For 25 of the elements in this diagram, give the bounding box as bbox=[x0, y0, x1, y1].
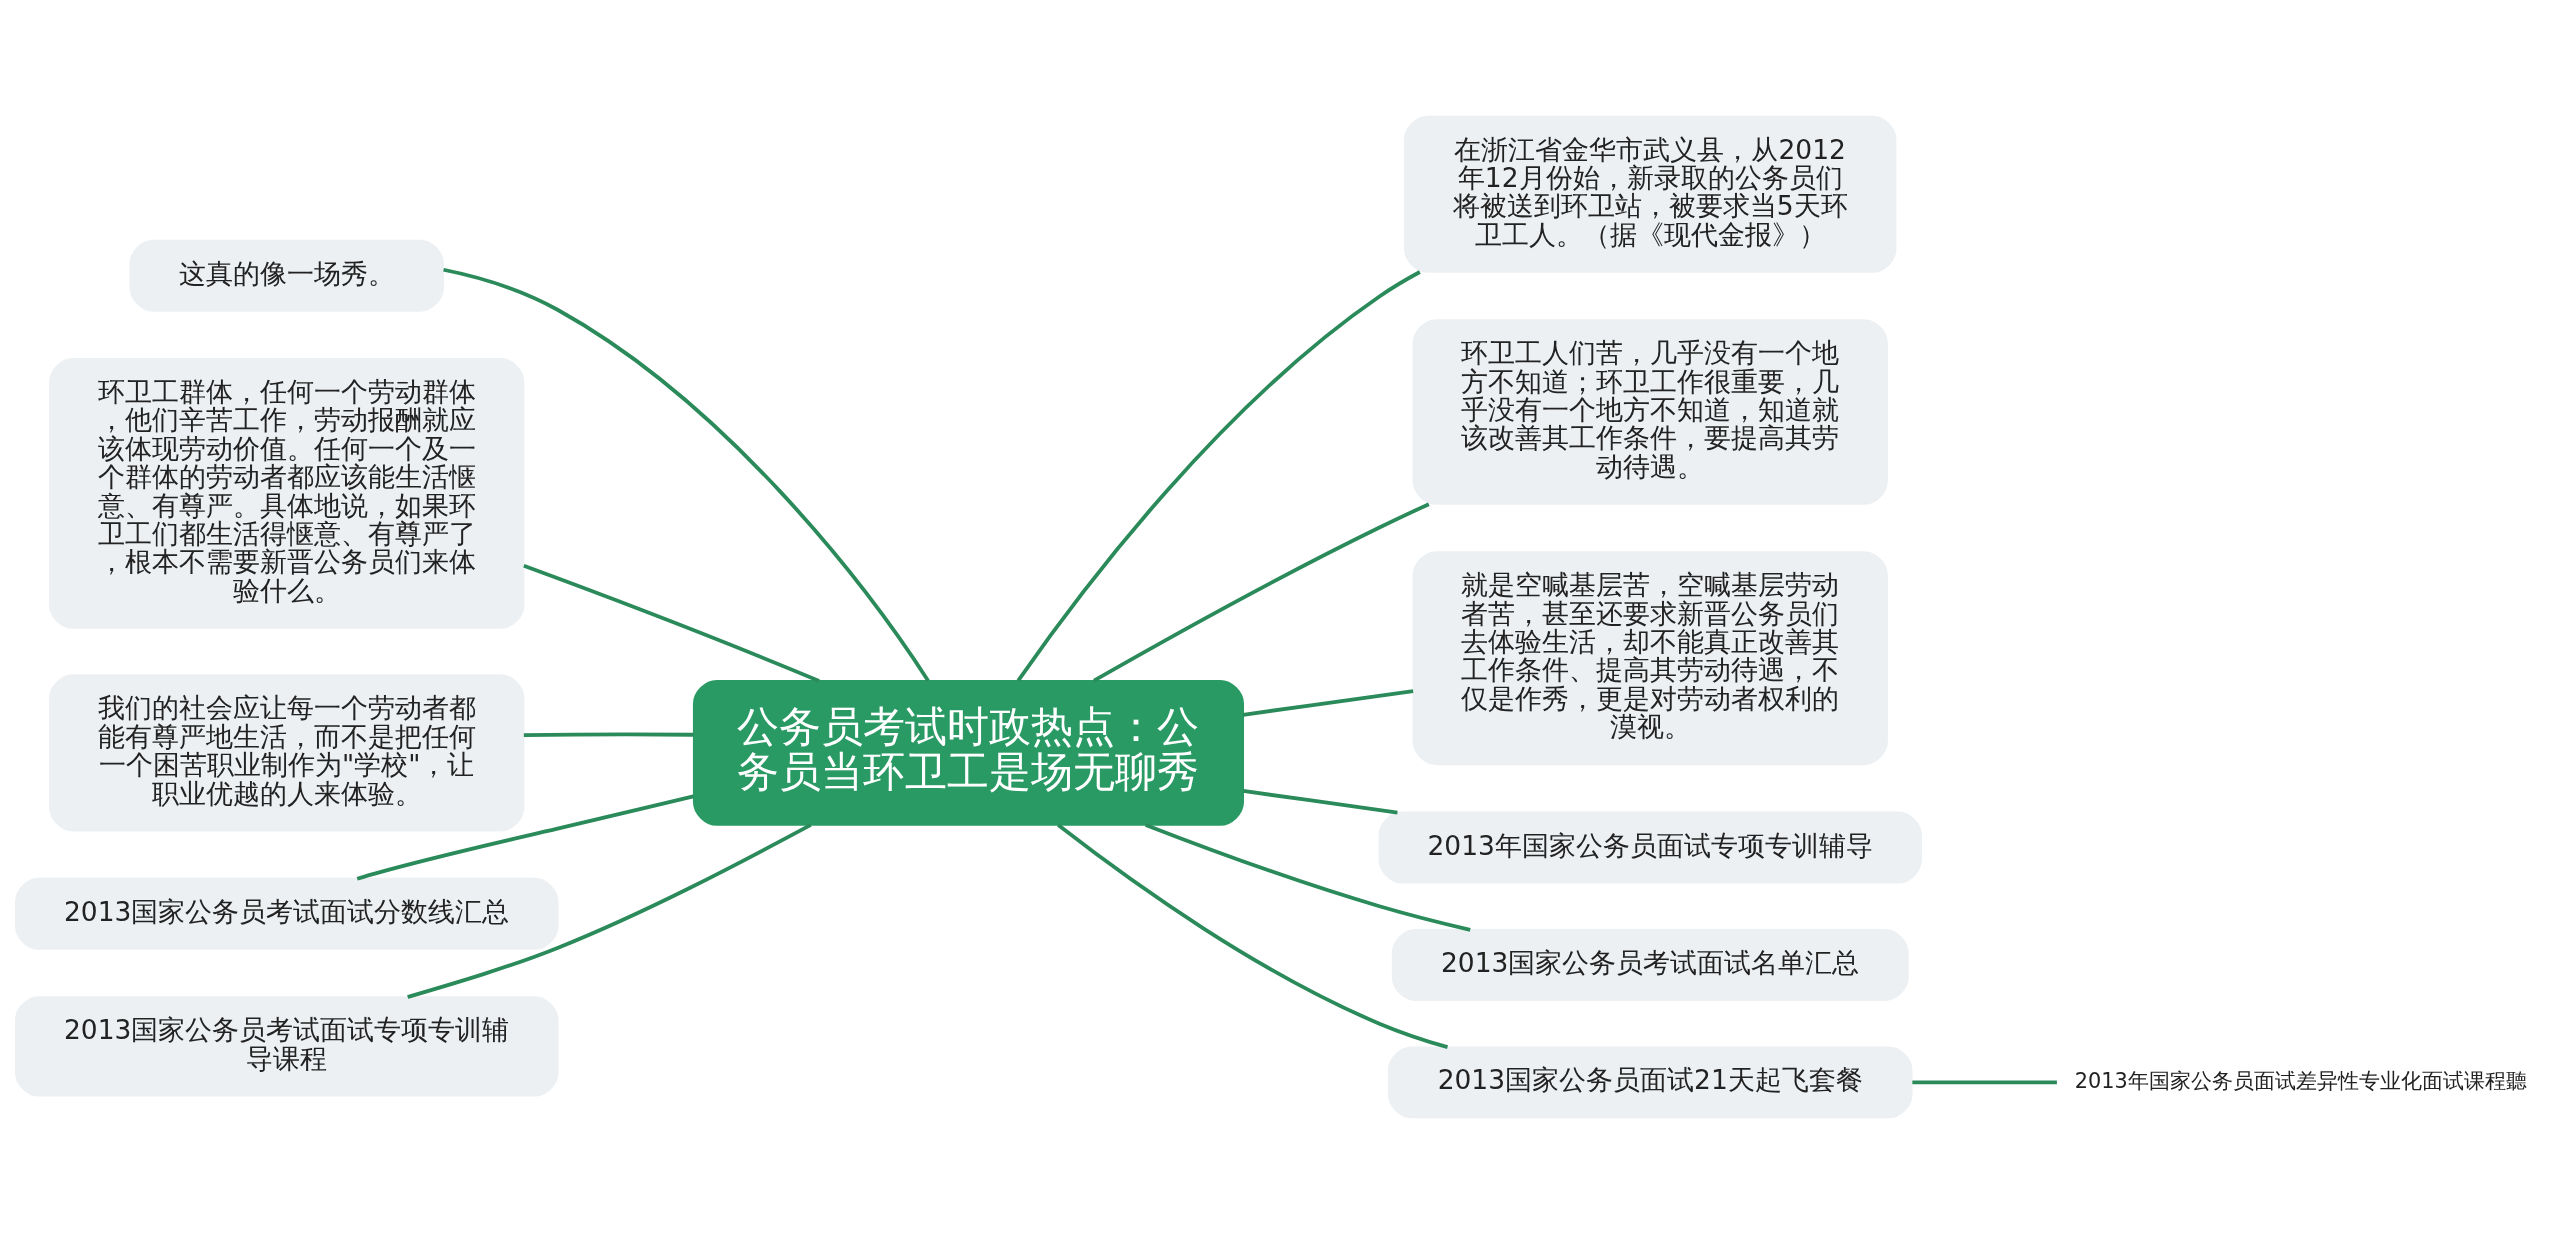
node-box: 2013国家公务员面试21天起飞套餐 bbox=[1387, 1046, 1913, 1119]
node-box: 2013国家公务员考试面试名单汇总 bbox=[1391, 929, 1909, 1001]
node-box: 我们的社会应让每一个劳动者都能有尊严地生活，而不是把任何一个困苦职业制作为"学校"，让职业优越的人来体验。 bbox=[49, 674, 525, 832]
connector bbox=[1242, 789, 1398, 815]
node-box: 公务员考试时政热点：公务员当环卫工是场无聊秀 bbox=[692, 679, 1244, 826]
node-box: 2013国家公务员考试面试分数线汇总 bbox=[14, 877, 559, 950]
node-box: 2013国家公务员考试面试专项专训辅导课程 bbox=[14, 996, 559, 1097]
node-box: 在浙江省金华市武义县，从2012年12月份始，新录取的公务员们将被送到环卫站，被要求当5天环卫工人。（据《现代金报》） bbox=[1404, 115, 1897, 273]
node-box: 2013年国家公务员面试专项专训辅导 bbox=[1378, 811, 1922, 884]
connector bbox=[356, 794, 694, 881]
node-box: 环卫工群体，任何一个劳动群体，他们辛苦工作，劳动报酬就应该体现劳动价值。任何一个及一个群体的劳动者都应该能生活惬意、有尊严。具体地说，如果环卫工们都生活得惬意、有尊严了，根本不需要新晋公务员们来体验什么。 bbox=[49, 358, 525, 629]
connector bbox=[523, 732, 694, 738]
connector bbox=[1242, 689, 1414, 717]
node-box: 这真的像一场秀。 bbox=[129, 239, 444, 312]
connector bbox=[1093, 502, 1430, 683]
node-box: 就是空喊基层苦，空喊基层劳动者苦，甚至还要求新晋公务员们去体验生活，却不能真正改善其工作条件、提高其劳动待遇，不仅是作秀，更是对劳动者权利的漠视。 bbox=[1412, 551, 1888, 766]
connector bbox=[443, 267, 930, 682]
connector bbox=[523, 564, 820, 683]
connector bbox=[1057, 823, 1449, 1049]
connector bbox=[1016, 270, 1421, 682]
node-box: 环卫工人们苦，几乎没有一个地方不知道；环卫工作很重要，几乎没有一个地方不知道，知道就该改善其工作条件，要提高其劳动待遇。 bbox=[1412, 319, 1888, 505]
connector bbox=[1145, 823, 1471, 932]
connector bbox=[1912, 1080, 2057, 1085]
connector bbox=[407, 823, 812, 999]
node-text: 2013年国家公务员面试差异性专业化面试课程聽 bbox=[2074, 1068, 2527, 1093]
